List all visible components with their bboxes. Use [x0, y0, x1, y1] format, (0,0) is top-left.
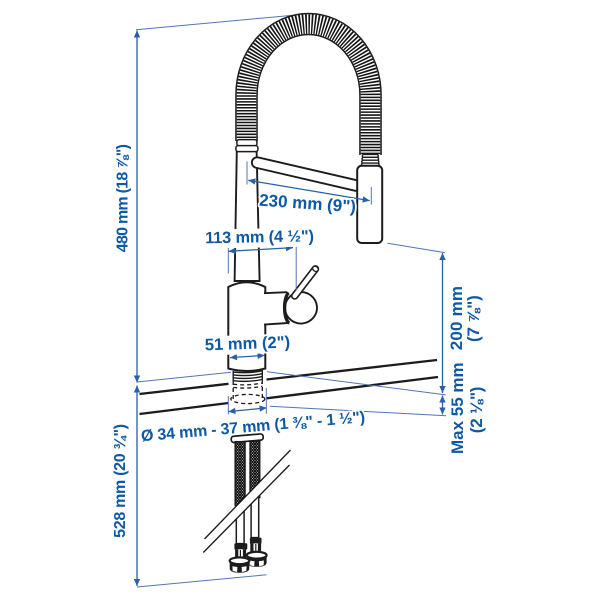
svg-text:528 mm (20 ¾"): 528 mm (20 ¾") — [112, 424, 129, 538]
svg-text:Max 55 mm: Max 55 mm — [448, 362, 467, 454]
svg-text:113 mm (4 ½"): 113 mm (4 ½") — [205, 227, 314, 247]
svg-text:(7 ⅞"): (7 ⅞") — [464, 295, 483, 342]
svg-text:480 mm (18 ⅞"): 480 mm (18 ⅞") — [115, 144, 132, 252]
svg-text:51 mm (2"): 51 mm (2") — [204, 332, 290, 354]
svg-text:(2 ⅛"): (2 ⅛") — [467, 387, 486, 434]
svg-text:200 mm: 200 mm — [447, 286, 466, 351]
